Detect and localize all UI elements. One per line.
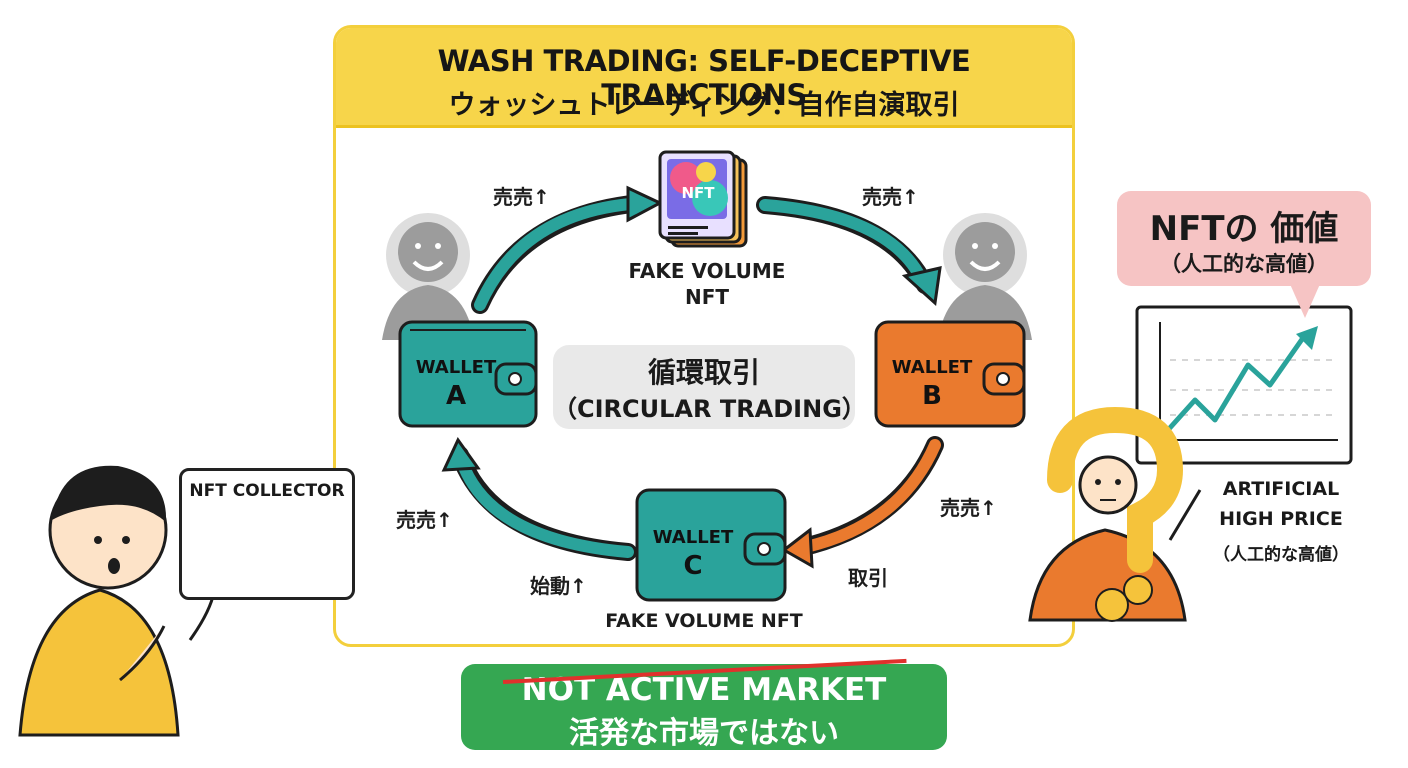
artificial-line2: HIGH PRICE <box>1219 508 1343 530</box>
price-chart <box>1135 305 1353 465</box>
collector-person <box>18 465 216 737</box>
confused-person <box>1028 406 1202 622</box>
nft-card-icon <box>658 150 748 248</box>
status-ja-text: 活発な市場ではない <box>569 716 839 751</box>
arrow-label-right: 売売↑ <box>940 496 997 520</box>
arrow-label-left: 売売↑ <box>396 508 453 532</box>
wallet-c-shape <box>635 488 787 602</box>
wallet-c-letter: C <box>683 551 703 581</box>
value-bubble-subtitle: （人工的な高値） <box>1160 252 1328 276</box>
wallet-b-letter: B <box>922 381 942 411</box>
status-strike-text: NOT ACTIVE MARKET <box>521 672 887 708</box>
arrow-label-top-left: 売売↑ <box>493 185 550 209</box>
center-label-en: （CIRCULAR TRADING） <box>553 395 866 423</box>
center-label-ja: 循環取引 <box>647 356 760 389</box>
artificial-line3: （人工的な高値） <box>1213 545 1349 565</box>
arrow-label-bottom-left: 始動↑ <box>530 574 587 598</box>
wallet-a-label: WALLET <box>415 357 497 378</box>
wallet-c-caption: FAKE VOLUME NFT <box>605 610 803 632</box>
arrow-label-top-right: 売売↑ <box>862 185 919 209</box>
wallet-a-letter: A <box>445 381 467 411</box>
value-bubble: NFTの 価値 （人工的な高値） <box>1117 191 1371 286</box>
wallet-b-label: WALLET <box>891 357 973 378</box>
value-bubble-title: NFTの 価値 <box>1149 209 1339 249</box>
arrow-label-right-bottom: 取引 <box>848 566 888 590</box>
arrow-b-to-c <box>791 436 944 557</box>
nft-badge: NFT <box>681 184 715 202</box>
status-box: NOT ACTIVE MARKET 活発な市場ではない <box>461 658 947 751</box>
title-japanese: ウォッシュトレーディング：自作自演取引 <box>448 90 960 121</box>
wallet-b-shape <box>874 320 1026 428</box>
artificial-line1: ARTIFICIAL <box>1222 478 1340 500</box>
title-bar: WASH TRADING: SELF-DECEPTIVE TRANCTIONS … <box>336 28 1072 128</box>
title-english: WASH TRADING: SELF-DECEPTIVE TRANCTIONS <box>437 44 971 112</box>
center-label: 循環取引 （CIRCULAR TRADING） <box>553 345 866 429</box>
collector-board-title: NFT COLLECTOR <box>189 481 345 501</box>
wallet-c-label: WALLET <box>652 527 734 548</box>
nft-card-caption: FAKE VOLUME NFT <box>628 259 786 309</box>
collector-board: NFT COLLECTOR <box>179 468 355 600</box>
wallet-a-shape <box>398 320 538 428</box>
